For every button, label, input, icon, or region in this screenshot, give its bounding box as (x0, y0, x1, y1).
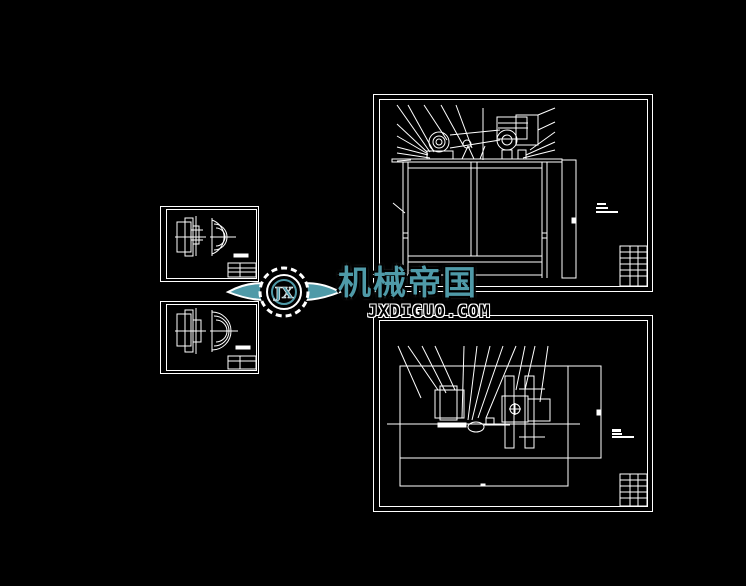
sheet-inner-border (166, 304, 257, 371)
watermark-url-text: JXDIGUO.COM (367, 302, 491, 322)
dimension-marker (571, 217, 576, 224)
table-frame (402, 162, 548, 278)
table-top (391, 158, 563, 163)
title-block (619, 245, 648, 287)
title-block (227, 355, 257, 370)
part-leader-lines (397, 345, 549, 421)
watermark-emblem: JX (225, 266, 343, 318)
technical-notes (596, 203, 618, 213)
dimension-marker (480, 483, 486, 487)
gearbox (501, 375, 551, 449)
sheet-outer-border (373, 315, 653, 512)
technical-notes (612, 429, 634, 438)
coupling (437, 417, 510, 433)
sheet-inner-border (166, 209, 257, 279)
title-block (619, 473, 648, 507)
part-section-view (175, 216, 206, 257)
assembly-front-view[interactable] (373, 94, 653, 292)
sheet-outer-border (160, 301, 259, 374)
part-arc-view (210, 310, 238, 352)
sheet-inner-border (379, 320, 648, 507)
watermark-chinese-text: 机械帝国 (338, 263, 478, 302)
belt-drive (449, 129, 501, 160)
side-panel (561, 159, 577, 279)
motor-plan (434, 385, 465, 421)
emblem-text: JX (273, 284, 294, 302)
sheet-inner-border (379, 99, 648, 287)
detail-sheet-1[interactable] (160, 206, 259, 282)
part-leader-lines (392, 104, 556, 214)
dimension-marker (596, 409, 601, 416)
base-extension (399, 457, 569, 487)
sheet-note-text (235, 345, 251, 350)
part-arc-view (210, 218, 236, 256)
sheet-note-text (233, 253, 249, 258)
sheet-outer-border (373, 94, 653, 292)
part-section-view (175, 308, 206, 354)
base-outline (399, 365, 602, 459)
detail-sheet-2[interactable] (160, 301, 259, 374)
title-block (227, 262, 257, 278)
assembly-top-view[interactable] (373, 315, 653, 512)
sheet-outer-border (160, 206, 259, 282)
